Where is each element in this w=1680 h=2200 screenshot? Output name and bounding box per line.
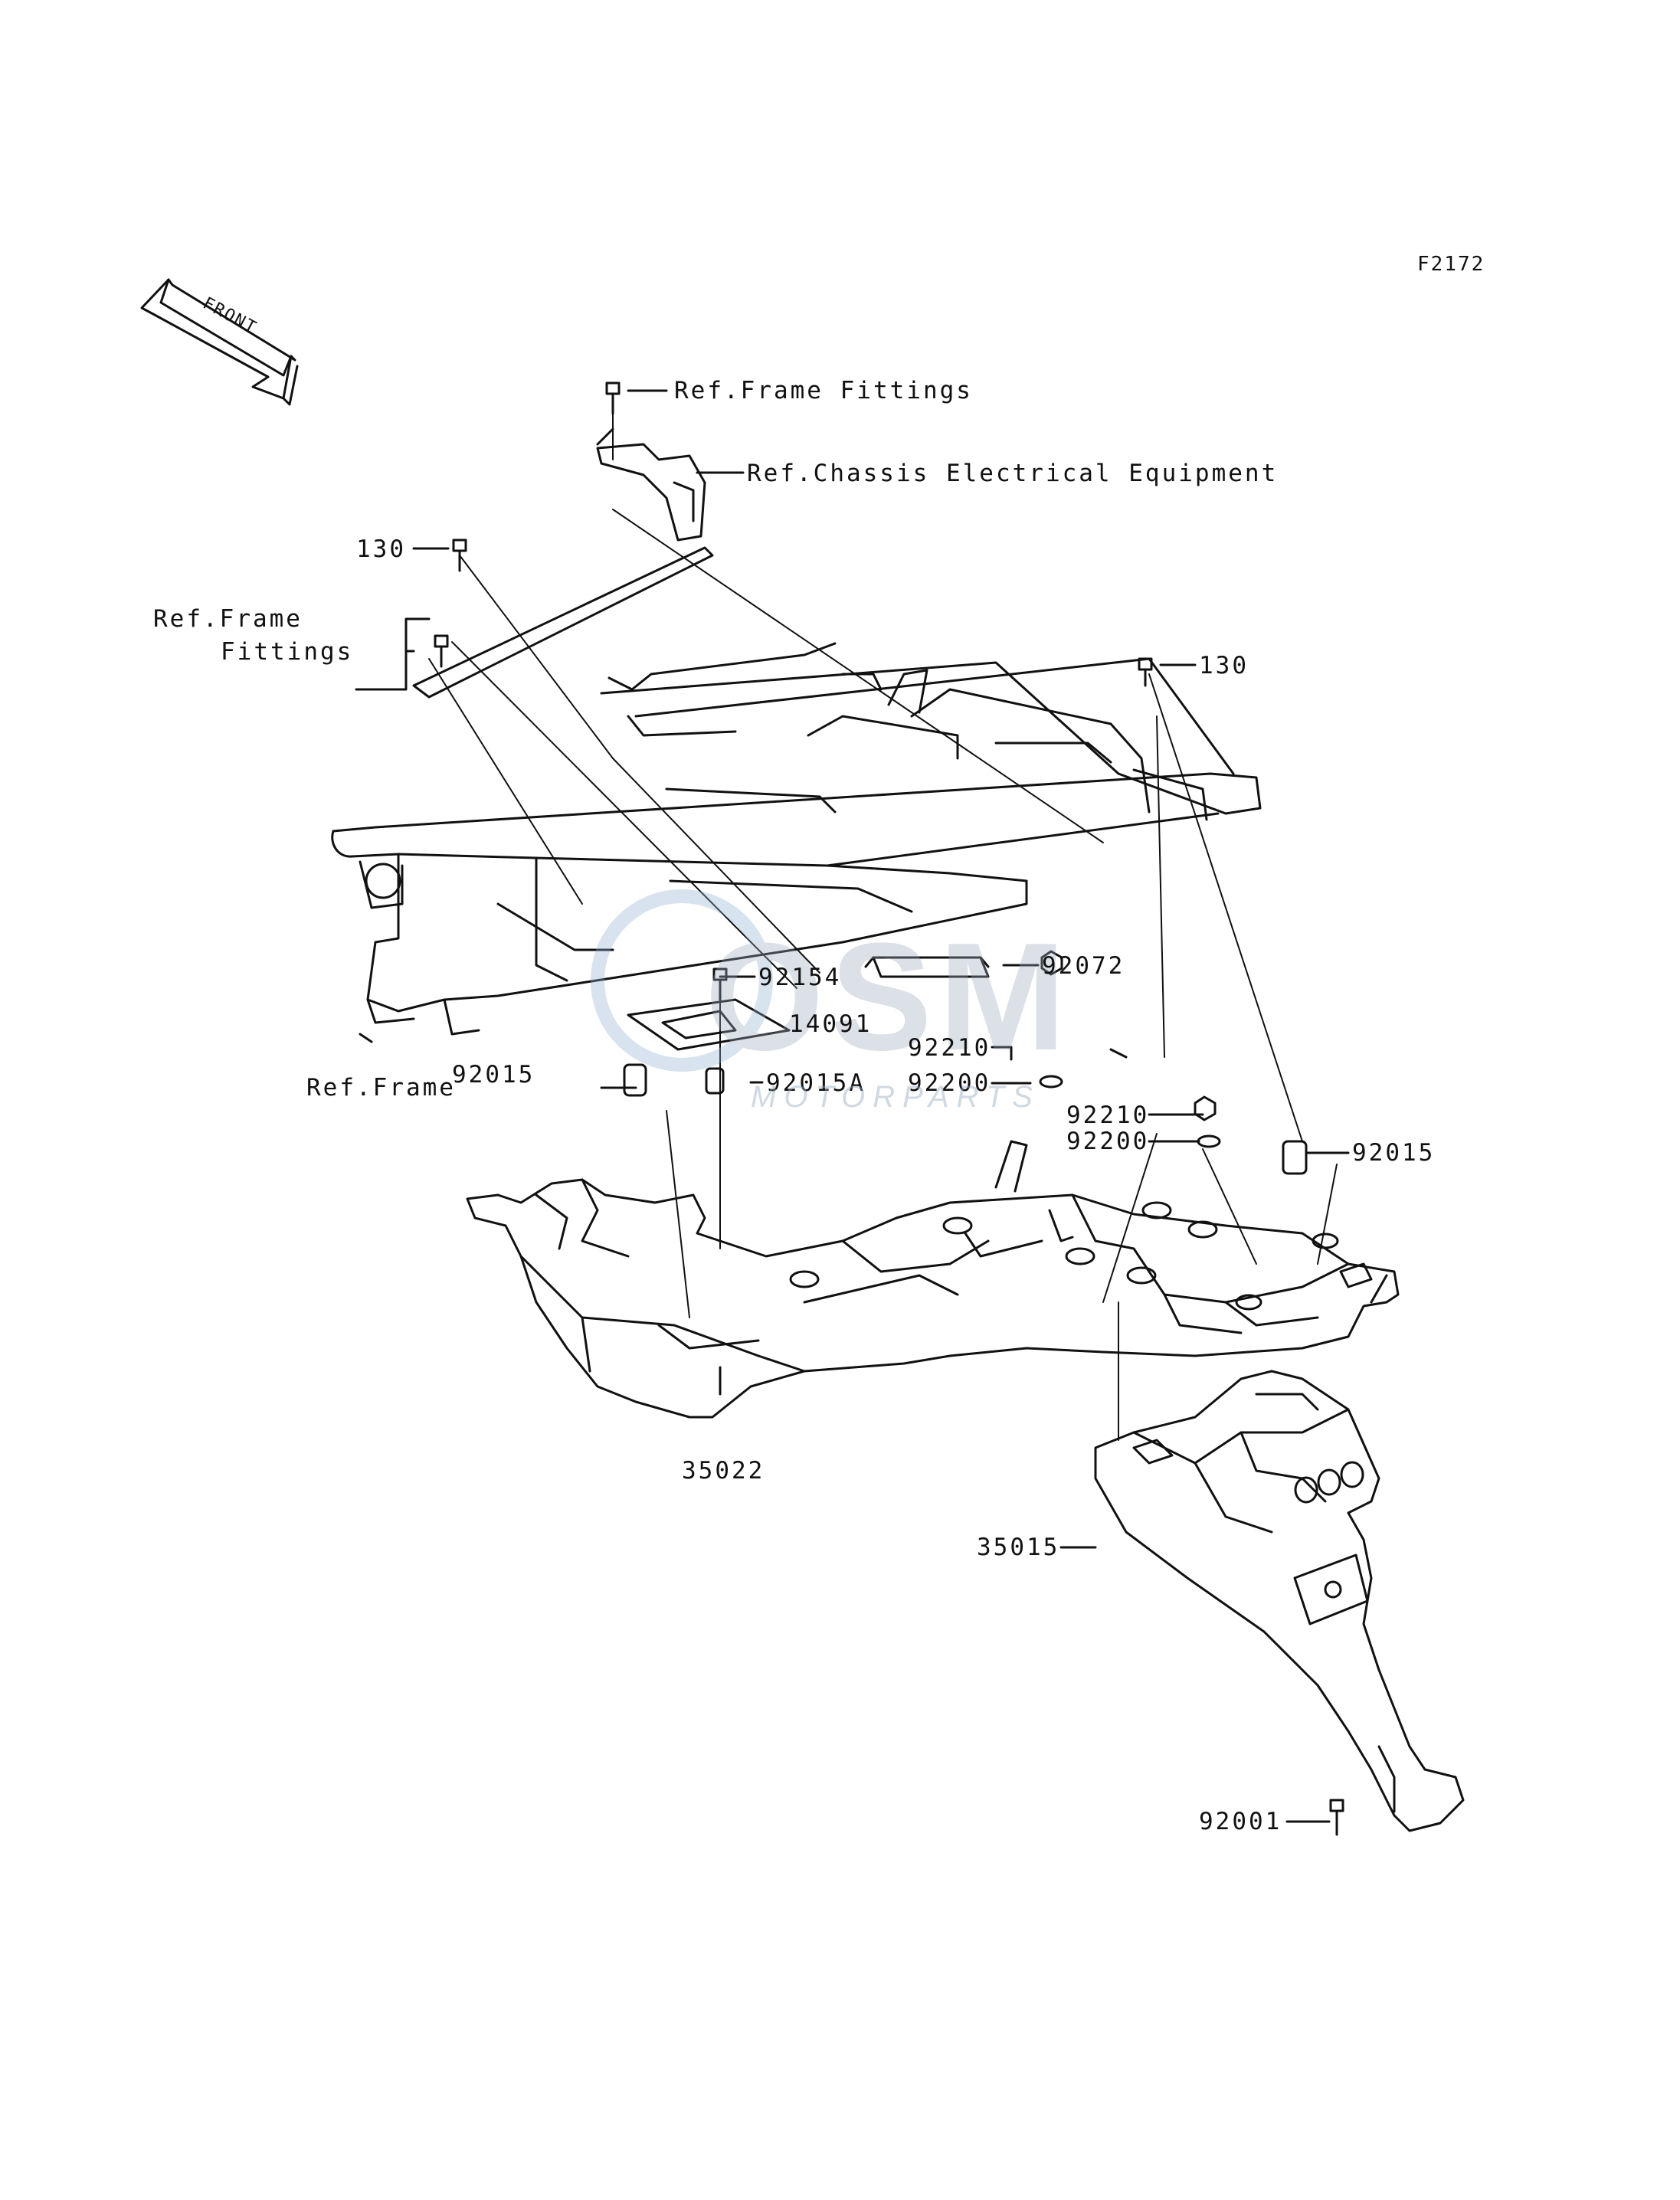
callout-130-left: 130 [356,535,406,563]
callout-ref-frame-fittings-left-2: Fittings [221,638,354,666]
nut-icon [1040,950,1063,976]
collar-icon [705,1067,725,1095]
collar-icon [1282,1140,1308,1175]
callout-ref-frame-fittings-top: Ref.Frame Fittings [674,377,973,404]
collar-icon [623,1063,647,1097]
watermark-logo: OSM [591,889,1073,1082]
callout-92015-left: 92015 [452,1061,535,1089]
washer-icon [1039,1075,1063,1089]
front-arrow-icon [140,278,299,406]
callout-92200-b: 92200 [1066,1128,1150,1155]
watermark-text: MOTORPARTS [751,1080,1040,1114]
rear-frame [331,427,1262,1036]
bolt-icon [712,967,728,1001]
callout-92001: 92001 [1199,1808,1282,1835]
callout-92210-b: 92210 [1066,1102,1150,1129]
callout-35022: 35022 [682,1457,765,1485]
undertray-35022 [466,1140,1400,1419]
callout-92015A: 92015A [766,1069,866,1097]
bolt-icon [1329,1799,1344,1836]
bolt-icon [434,634,449,668]
washer-icon [1197,1134,1221,1148]
callout-130-right: 130 [1199,652,1249,679]
callout-35015: 35015 [977,1534,1060,1561]
callout-ref-chassis-electrical: Ref.Chassis Electrical Equipment [747,460,1279,487]
callout-92154: 92154 [758,964,842,991]
figure-code: F2172 [1417,253,1485,276]
callout-92210-a: 92210 [908,1034,991,1062]
callout-92015-right: 92015 [1352,1139,1436,1167]
callout-ref-frame-fittings-left-1: Ref.Frame [153,605,303,633]
callout-14091: 14091 [789,1010,873,1038]
callout-92200-a: 92200 [908,1069,991,1097]
bolt-icon [452,539,467,572]
callout-92072: 92072 [1042,952,1125,980]
bolt-icon [605,381,621,415]
nut-icon [1194,1095,1217,1121]
svg-text:OSM: OSM [705,912,1073,1082]
bolt-icon [1138,657,1153,687]
rear-fender-35015 [1094,1370,1465,1832]
callout-ref-frame: Ref.Frame [306,1074,456,1102]
